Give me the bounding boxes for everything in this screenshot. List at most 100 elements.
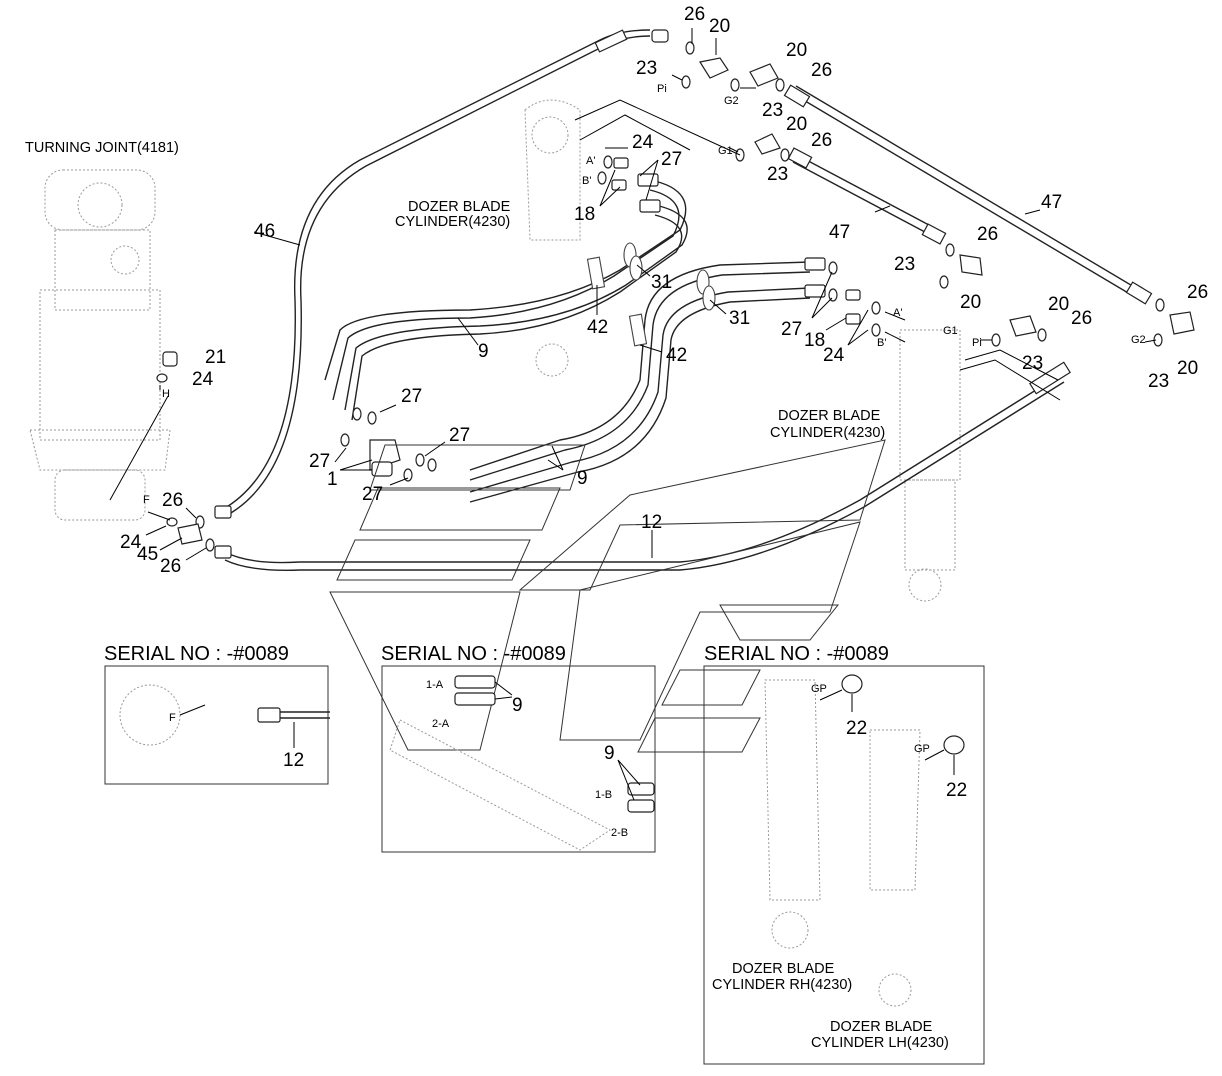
callout-24: 24 [120, 532, 142, 553]
port-pi-right: Pi [972, 337, 982, 349]
hose-9-upper-bundle [324, 179, 688, 421]
port-gp-1: GP [811, 683, 827, 695]
callout-20: 20 [1177, 358, 1198, 379]
hose-46 [217, 29, 651, 519]
callout-23: 23 [767, 164, 788, 185]
callout-20: 20 [786, 40, 807, 61]
port-1a: 1-A [426, 679, 444, 691]
port-guide-lines [574, 99, 1061, 401]
dozer-blade-cyl-label-1a: DOZER BLADE [408, 199, 511, 215]
callout-42: 42 [666, 345, 687, 366]
port-gp-2: GP [914, 743, 930, 755]
callout-26: 26 [684, 4, 705, 25]
callout-24: 24 [632, 132, 654, 153]
dozer-cylinder-ghost-right [899, 329, 961, 602]
cyl-lh-label-b: CYLINDER LH(4230) [811, 1035, 949, 1051]
hose-47-upper [783, 84, 1153, 305]
clamp-31-upper [623, 242, 643, 281]
highlight-shapes [329, 439, 886, 753]
clamp-31-lower [696, 269, 716, 311]
port-a-prime-top: A' [586, 155, 595, 167]
callout-26: 26 [162, 490, 183, 511]
port-pi-top: Pi [657, 83, 667, 95]
callout-47: 47 [1041, 192, 1062, 213]
serial-label-3: SERIAL NO : -#0089 [704, 643, 889, 665]
callout-9-inset: 9 [512, 695, 523, 716]
callout-22: 22 [946, 780, 967, 801]
cyl-rh-label-b: CYLINDER RH(4230) [712, 977, 852, 993]
part-number-callouts: 26 20 23 20 26 23 20 26 23 24 27 18 46 4… [120, 4, 1208, 801]
port-f-inset: F [169, 712, 176, 724]
callout-26: 26 [977, 224, 998, 245]
callout-22: 22 [846, 718, 867, 739]
port-g1-right: G1 [943, 325, 958, 337]
callout-26: 26 [1071, 308, 1092, 329]
callout-27: 27 [661, 149, 682, 170]
hose-12 [224, 361, 1071, 571]
callout-27: 27 [401, 386, 422, 407]
dozer-blade-cyl-label-2b: CYLINDER(4230) [770, 425, 885, 441]
callout-27: 27 [781, 319, 802, 340]
inset-box-2 [381, 665, 656, 853]
callout-47: 47 [829, 222, 850, 243]
callout-26: 26 [811, 60, 832, 81]
callout-26: 26 [811, 130, 832, 151]
port-f: F [143, 494, 150, 506]
serial-label-2: SERIAL NO : -#0089 [381, 643, 566, 665]
callout-45: 45 [137, 544, 158, 565]
callout-9-inset: 9 [604, 743, 615, 764]
turning-joint-ghost [29, 169, 171, 521]
callout-23: 23 [1148, 371, 1169, 392]
cyl-lh-label-a: DOZER BLADE [830, 1019, 933, 1035]
port-g1-top: G1 [718, 145, 733, 157]
callout-23: 23 [636, 58, 657, 79]
callout-26: 26 [1187, 282, 1208, 303]
serial-labels: SERIAL NO : -#0089 SERIAL NO : -#0089 SE… [104, 643, 889, 665]
turning-joint-label: TURNING JOINT(4181) [25, 140, 179, 156]
callout-23: 23 [1022, 353, 1043, 374]
port-1b: 1-B [595, 789, 612, 801]
port-g2-right: G2 [1131, 334, 1146, 346]
callout-20: 20 [709, 16, 730, 37]
port-g2-top: G2 [724, 95, 739, 107]
clamp-42-upper [586, 256, 606, 290]
hose-9-lower-bundle [469, 261, 811, 503]
dozer-cylinder-ghost-top [524, 99, 581, 377]
callout-27: 27 [449, 425, 470, 446]
callout-27: 27 [309, 451, 330, 472]
callout-31: 31 [729, 308, 750, 329]
port-b-prime-top: B' [582, 175, 591, 187]
dozer-blade-cyl-label-2a: DOZER BLADE [778, 408, 881, 424]
callout-20: 20 [786, 114, 807, 135]
port-a-prime-right: A' [893, 307, 902, 319]
callout-9: 9 [478, 341, 489, 362]
hose-47-lower [787, 147, 947, 245]
port-2b: 2-B [611, 827, 628, 839]
fittings [156, 29, 1195, 559]
port-b-prime-right: B' [877, 337, 886, 349]
callout-23: 23 [762, 100, 783, 121]
callout-20: 20 [1048, 294, 1069, 315]
callout-1: 1 [327, 469, 338, 490]
inset-box-1 [104, 665, 330, 785]
caption-labels: TURNING JOINT(4181) DOZER BLADE CYLINDER… [25, 140, 949, 1051]
callout-31: 31 [651, 272, 672, 293]
callout-24: 24 [823, 345, 845, 366]
callout-24: 24 [192, 369, 214, 390]
callout-9: 9 [577, 468, 588, 489]
port-labels: Pi G2 G1 A' B' A' B' G1 Pi G2 H F F 1-A … [143, 83, 1146, 839]
callout-20: 20 [960, 292, 981, 313]
callout-18: 18 [804, 330, 825, 351]
callout-18: 18 [574, 204, 595, 225]
callout-12-inset: 12 [283, 750, 304, 771]
callout-26: 26 [160, 556, 181, 577]
callout-42: 42 [587, 317, 608, 338]
callout-23: 23 [894, 254, 915, 275]
callout-27: 27 [362, 484, 383, 505]
clamp-42-lower [628, 313, 648, 347]
leader-lines [109, 28, 1157, 561]
dozer-blade-cyl-label-1b: CYLINDER(4230) [395, 214, 510, 230]
callout-21: 21 [205, 347, 226, 368]
port-2a: 2-A [432, 718, 450, 730]
